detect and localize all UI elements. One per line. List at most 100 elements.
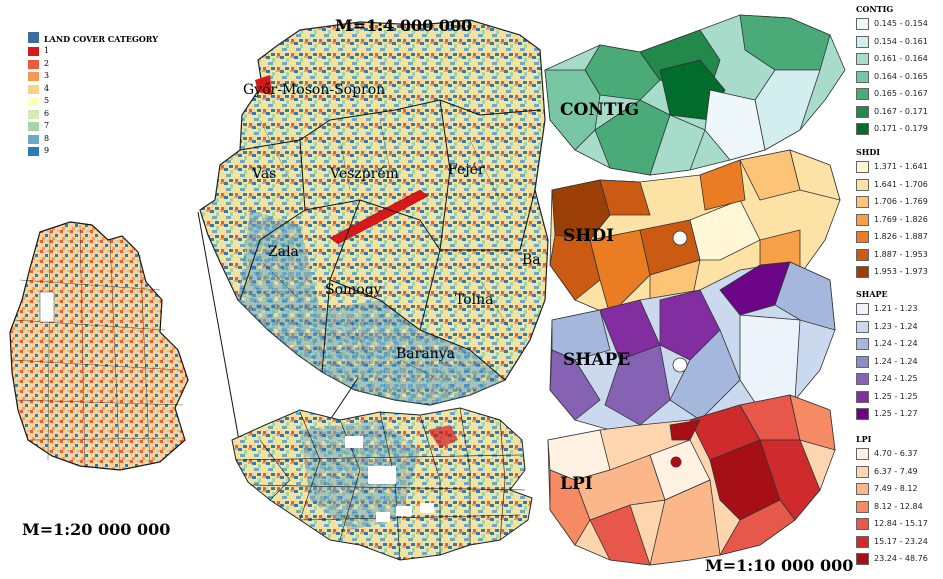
contig-legend-swatch [856,70,869,83]
lpi-legend-label: 15.17 - 23.24 [874,536,928,546]
shape-legend-swatch [856,320,869,333]
contig-legend-label: 0.167 - 0.171 [874,106,928,116]
germany-scale-label: M=1:20 000 000 [22,520,171,539]
contig-legend-label: 0.154 - 0.161 [874,36,928,46]
land-cover-swatch [28,47,39,56]
region-label-zala: Zala [268,244,299,260]
lpi-legend-label: 4.70 - 6.37 [874,449,918,458]
shape-legend-swatch [856,408,869,420]
shape-legend-item: 1.21 - 1.23 [856,301,943,317]
lpi-legend-swatch [856,553,869,565]
contig-legend-label: 0.165 - 0.167 [874,89,928,98]
shdi-legend-item: 1.953 - 1.973 [856,264,943,280]
land-cover-item-label: 6 [44,108,50,118]
lpi-legend-item: 7.49 - 8.12 [856,481,943,497]
land-cover-legend-item: 9 [28,146,88,158]
contig-legend-title: CONTIG [856,4,894,14]
shape-legend-label: 1.24 - 1.25 [874,374,918,383]
contig-legend-label: 0.145 - 0.154 [874,19,928,28]
hungary-landcover-map [231,407,533,561]
shape-legend-label: 1.25 - 1.27 [874,409,918,418]
shape-legend-swatch [856,338,869,350]
shdi-legend-swatch [856,161,869,173]
land-cover-item-label: 1 [44,46,50,55]
contig-legend-label: 0.164 - 0.165 [874,71,928,81]
land-cover-swatch [28,134,39,144]
contig-legend-swatch [856,105,869,118]
shape-legend-item: 1.24 - 1.24 [856,354,943,370]
lpi-legend-swatch [856,535,869,548]
shdi-legend-item: 1.769 - 1.826 [856,212,943,228]
contig-map-title: CONTIG [560,100,639,120]
shdi-map-title: SHDI [563,226,615,246]
land-cover-item-label: 4 [44,83,50,93]
contig-legend-swatch [856,123,869,135]
contig-legend-item: 0.164 - 0.165 [856,69,943,85]
shape-legend-title: SHAPE [856,289,888,299]
contig-legend-item: 0.161 - 0.164 [856,51,943,67]
shape-legend-label: 1.24 - 1.24 [874,339,918,348]
lpi-choropleth [547,394,836,566]
land-cover-item-label: 3 [44,71,50,80]
lpi-legend-item: 6.37 - 7.49 [856,464,943,480]
lpi-legend-item: 23.24 - 48.76 [856,551,943,567]
shape-legend-swatch [856,355,869,368]
land-cover-swatch [28,109,39,119]
contig-legend-item: 0.171 - 0.179 [856,121,943,137]
land-cover-swatch [28,84,39,94]
shape-legend-label: 1.25 - 1.25 [874,391,918,401]
shdi-legend-label: 1.953 - 1.973 [874,267,928,276]
contig-legend-item: 0.145 - 0.154 [856,16,943,32]
land-cover-item-label: 2 [44,58,50,68]
shape-legend: SHAPE 1.21 - 1.23 1.23 - 1.24 1.24 - 1.24 1… [856,287,942,427]
contig-legend-item: 0.165 - 0.167 [856,86,943,102]
region-label-veszprem: Veszprém [330,166,399,182]
land-cover-legend-item: 5 [28,96,88,108]
region-label-vas: Vas [252,166,277,182]
shdi-legend-swatch [856,266,869,278]
land-cover-legend-item: 4 [28,84,88,96]
land-cover-swatch [28,59,39,69]
lpi-legend-label: 23.24 - 48.76 [874,554,928,563]
region-label-tolna: Tolna [455,292,494,308]
shape-choropleth [549,261,836,436]
shape-legend-item: 1.25 - 1.27 [856,406,943,422]
land-cover-item-label: 7 [44,121,50,130]
lpi-legend-swatch [856,448,869,460]
lpi-legend-item: 8.12 - 12.84 [856,499,943,515]
contig-legend-swatch [856,88,869,100]
land-cover-legend-item: 7 [28,121,88,133]
shdi-legend-label: 1.706 - 1.769 [874,197,928,206]
land-cover-legend-item: 3 [28,71,88,83]
shape-legend-label: 1.21 - 1.23 [874,304,918,313]
land-cover-legend-title: LAND COVER CATEGORY [44,34,158,44]
shdi-legend-label: 1.371 - 1.641 [874,162,928,171]
shape-legend-item: 1.25 - 1.25 [856,389,943,405]
shdi-legend-swatch [856,213,869,226]
contig-legend-swatch [856,35,869,48]
land-cover-legend-item: 1 [28,46,88,58]
land-cover-swatch [28,122,39,131]
contig-legend-item: 0.154 - 0.161 [856,34,943,50]
shape-legend-item: 1.24 - 1.25 [856,371,943,387]
shdi-legend-label: 1.887 - 1.953 [874,249,928,259]
lpi-legend-swatch [856,518,869,530]
lpi-legend-swatch [856,465,869,478]
shape-legend-item: 1.24 - 1.24 [856,336,943,352]
shdi-legend-label: 1.826 - 1.887 [874,232,928,241]
lpi-legend-swatch [856,500,869,513]
land-cover-legend-icon [28,32,39,43]
lpi-legend-item: 4.70 - 6.37 [856,446,943,462]
shdi-legend-title: SHDI [856,147,881,157]
region-label-gyor: Győr-Moson-Sopron [243,82,386,98]
shdi-legend-item: 1.706 - 1.769 [856,194,943,210]
shdi-legend-item: 1.826 - 1.887 [856,229,943,245]
shape-legend-label: 1.23 - 1.24 [874,321,918,331]
contig-legend-swatch [856,53,869,65]
contig-legend-swatch [856,18,869,30]
region-label-baranya: Baranya [396,346,455,362]
